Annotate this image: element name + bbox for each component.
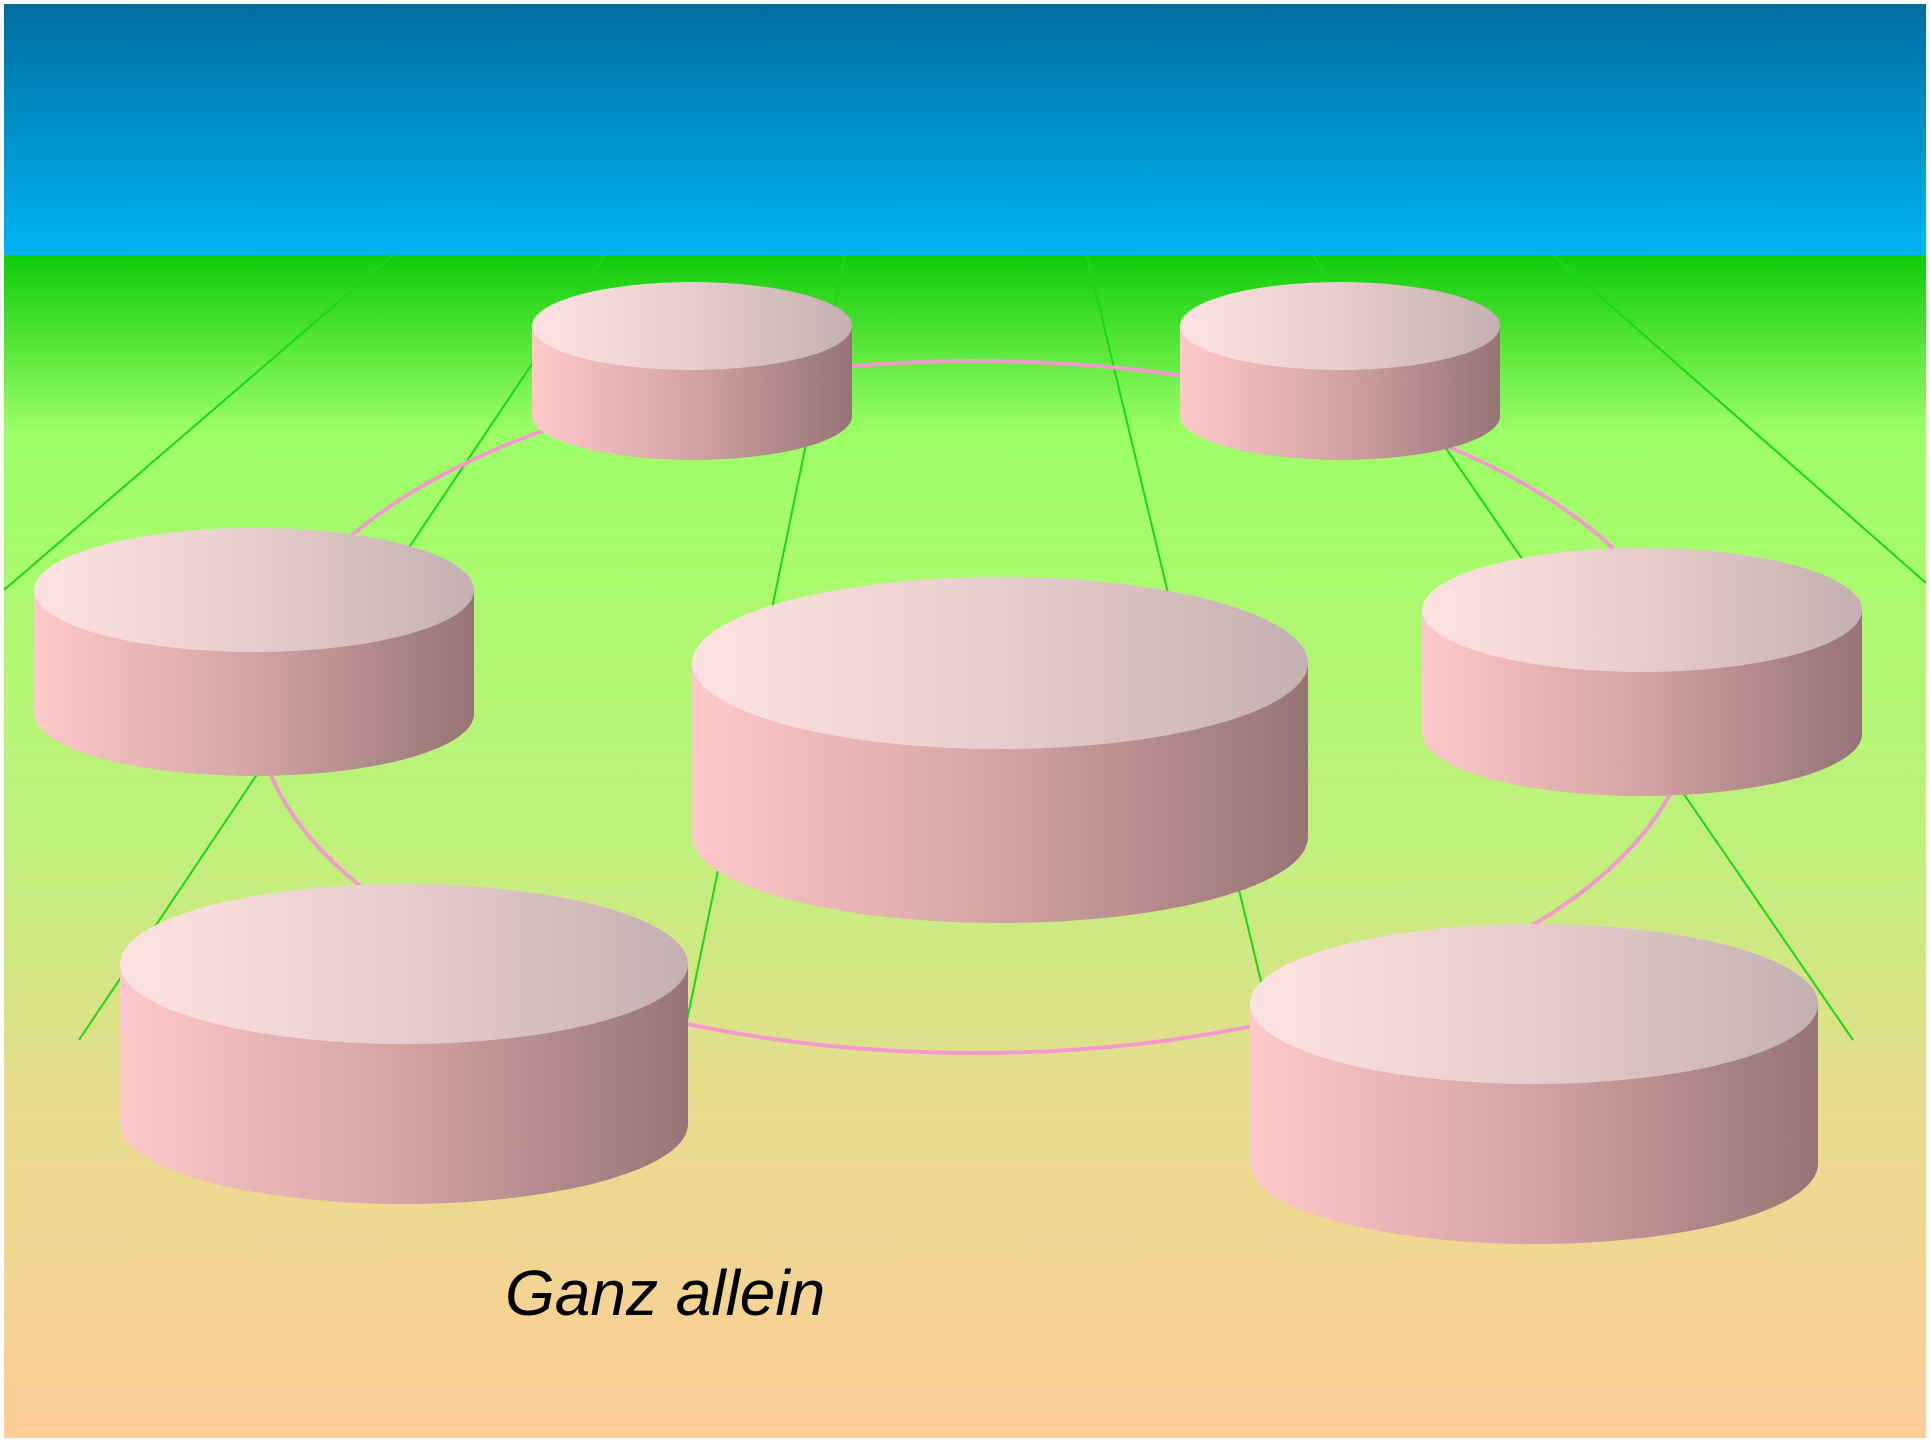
pad-top-right [1180,282,1500,460]
pad-bottom-left [120,884,688,1204]
caption-text: Ganz allein [505,1257,826,1329]
caption: Ganz allein [505,1253,825,1333]
grid-line [1552,254,1927,584]
sky-band [4,4,1926,255]
pad-middle-left [34,528,474,776]
pad-bottom-right [1250,924,1818,1244]
grid-line [3,254,394,591]
pad-top-left [532,282,852,460]
pad-middle-right [1422,548,1862,796]
pad-center [692,577,1308,923]
